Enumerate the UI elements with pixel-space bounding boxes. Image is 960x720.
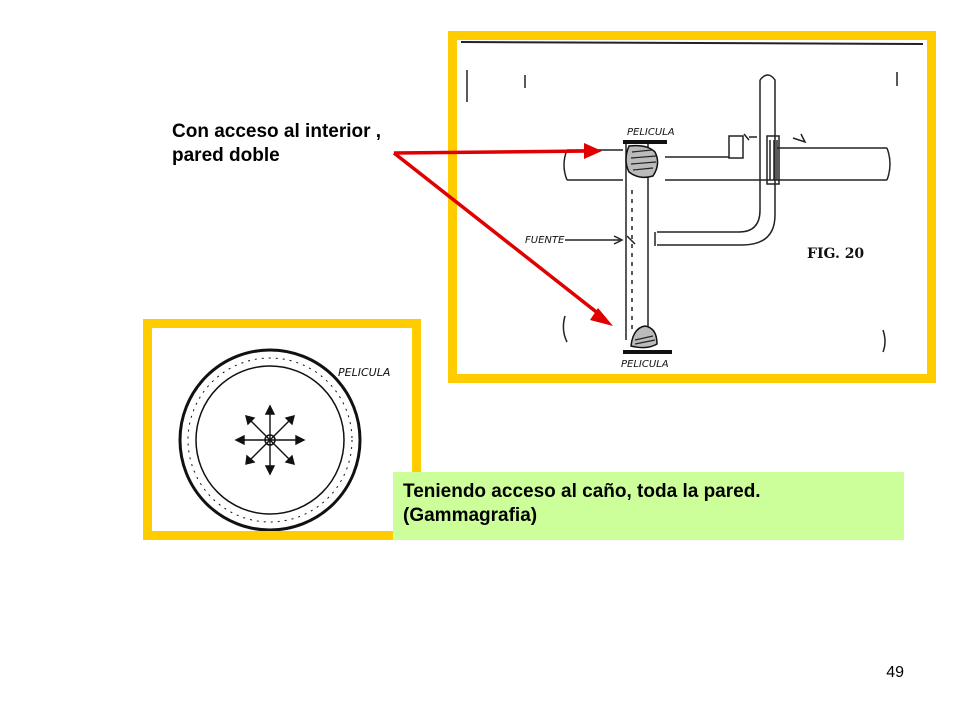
page-number: 49 [886, 664, 904, 681]
film-top-label: PELICULA [627, 127, 675, 138]
caption-double-wall: Con acceso al interior , pared doble [172, 120, 442, 168]
panoramic-diagram: PELICULA [178, 348, 390, 531]
caption-top-line2: pared doble [172, 145, 280, 166]
source-label: FUENTE [525, 235, 565, 246]
figure-20-frame: PELICULA PELICULA FUENTE FIG. 20 [448, 31, 936, 383]
film-top-icon [623, 140, 667, 179]
double-wall-diagram: PELICULA PELICULA FUENTE FIG. 20 [460, 41, 924, 370]
panoramic-figure-frame: PELICULA [143, 319, 421, 540]
caption-box-line2: (Gammagrafia) [403, 505, 538, 526]
caption-box-line1: Teniendo acceso al caño, toda la pared. [403, 481, 761, 502]
caption-top-line1: Con acceso al interior , [172, 121, 382, 142]
film-bottom-label: PELICULA [621, 359, 669, 370]
radiation-arrows-icon [234, 404, 306, 476]
film-bottom-icon [623, 325, 672, 354]
fig-label: FIG. 20 [807, 246, 864, 262]
circle-film-label: PELICULA [338, 366, 390, 379]
caption-panoramic: Teniendo acceso al caño, toda la pared. … [393, 472, 904, 540]
